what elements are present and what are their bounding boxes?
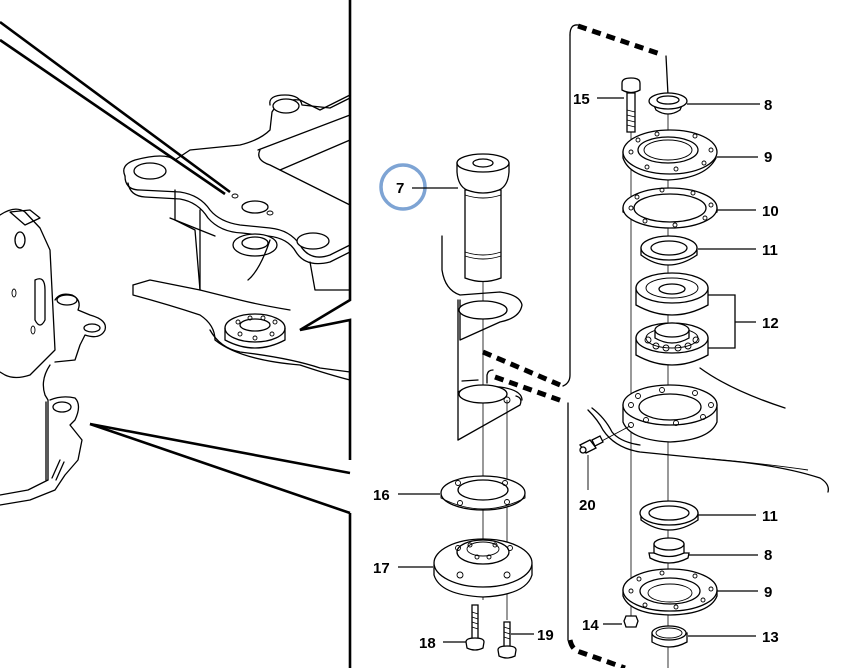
callout-labels: 7 8 9 10 11 12 15 20 11 8 9 13 (373, 91, 779, 652)
gasket-part-10 (622, 187, 718, 229)
bolt-part-19 (497, 621, 517, 659)
callout-14[interactable]: 14 (582, 617, 599, 634)
bearing-part-12-lower (635, 322, 709, 366)
seal-part-8-lower (648, 537, 690, 564)
callout-11-upper[interactable]: 11 (762, 242, 778, 259)
seal-part-8-upper (648, 92, 688, 115)
callout-10[interactable]: 10 (762, 203, 779, 220)
seal-ring-part-11-lower (639, 500, 699, 531)
callout-18[interactable]: 18 (419, 635, 436, 652)
bearing-part-12-upper (635, 272, 709, 316)
callout-16[interactable]: 16 (373, 487, 390, 504)
callout-17[interactable]: 17 (373, 560, 390, 577)
callout-9-upper[interactable]: 9 (764, 149, 772, 166)
right-assembly (567, 23, 829, 668)
overview-frame-illustration (0, 0, 352, 668)
callout-12[interactable]: 12 (762, 315, 779, 332)
callout-19[interactable]: 19 (537, 627, 554, 644)
callout-8-lower[interactable]: 8 (764, 547, 772, 564)
shim-plate-part-16 (440, 475, 526, 511)
flange-part-9-upper (622, 129, 718, 181)
bushing-part-7 (456, 153, 510, 283)
bolt-part-18 (465, 604, 485, 651)
nut-part-14 (623, 615, 639, 628)
housing-ring (622, 384, 718, 443)
callout-7[interactable]: 7 (396, 180, 404, 197)
bolt-part-15 (621, 77, 641, 133)
hub-part-17 (433, 538, 533, 598)
sleeve-part-13 (651, 625, 688, 648)
highlight-circle-7 (379, 163, 427, 211)
callout-8-upper[interactable]: 8 (764, 97, 772, 114)
callout-13[interactable]: 13 (762, 629, 779, 646)
callout-11-lower[interactable]: 11 (762, 508, 778, 525)
flange-part-9-lower (622, 568, 718, 616)
center-assembly (433, 34, 571, 659)
seal-ring-part-11-upper (640, 235, 698, 266)
callout-15[interactable]: 15 (573, 91, 590, 108)
callout-9-lower[interactable]: 9 (764, 584, 772, 601)
callout-20[interactable]: 20 (579, 497, 596, 514)
grease-nipple-part-20 (579, 425, 631, 490)
